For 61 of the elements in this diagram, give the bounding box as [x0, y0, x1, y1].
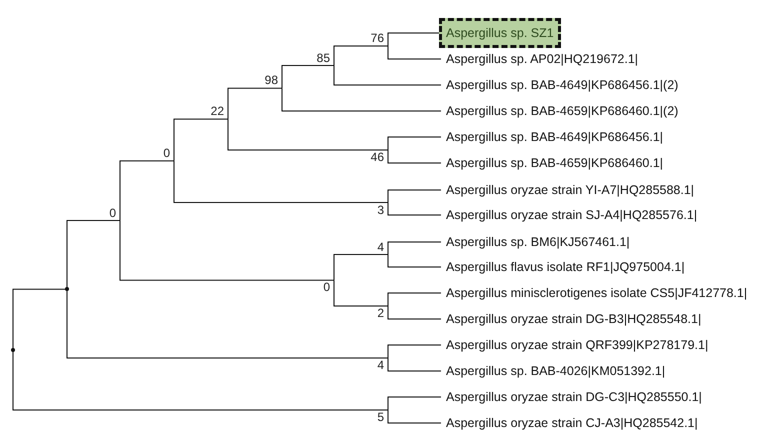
taxon-label: Aspergillus oryzae strain CJ-A3|HQ285542.1| — [441, 413, 702, 430]
bootstrap-value: 46 — [364, 136, 388, 164]
taxon-label: Aspergillus oryzae strain QRF399|KP278179.1| — [441, 335, 712, 355]
tree-branch — [388, 292, 442, 306]
bootstrap-value: 4 — [364, 344, 388, 372]
tree-branch — [388, 242, 442, 255]
tree-branch — [66, 288, 388, 358]
tree-branch — [120, 220, 334, 281]
taxon-label: Aspergillus sp. BAB-4026|KM051392.1| — [441, 361, 670, 381]
bootstrap-value: 2 — [364, 292, 388, 320]
taxon-label: Aspergillus oryzae strain YI-A7|HQ285588.1| — [441, 180, 698, 200]
tree-branch — [120, 160, 174, 222]
branch-junction — [11, 348, 15, 352]
tree-branch — [334, 65, 442, 86]
tree-branch — [388, 254, 442, 268]
tree-branch — [174, 118, 228, 162]
bootstrap-value: 5 — [364, 396, 388, 424]
tree-branch — [282, 88, 442, 112]
bootstrap-value: 3 — [364, 188, 388, 216]
bootstrap-value: 0 — [310, 266, 334, 294]
tree-branch — [388, 136, 442, 150]
bootstrap-value: 22 — [204, 105, 228, 134]
tree-branch — [12, 349, 388, 410]
bootstrap-value: 98 — [258, 74, 282, 102]
tree-branch — [388, 396, 442, 410]
tree-branch — [12, 288, 68, 350]
branch-junction — [65, 287, 69, 292]
tree-branch — [228, 118, 388, 150]
bootstrap-value: 0 — [150, 146, 174, 175]
tree-branch — [388, 32, 442, 46]
bootstrap-value: 85 — [310, 52, 334, 80]
tree-branch — [388, 202, 442, 216]
bootstrap-value: 76 — [364, 32, 388, 60]
tree-branch — [334, 280, 388, 306]
tree-branch — [388, 306, 442, 320]
taxon-label: Aspergillus sp. AP02|HQ219672.1| — [441, 49, 642, 69]
taxon-label: Aspergillus sp. BAB-4659|KP686460.1|(2) — [441, 101, 682, 121]
taxon-label: Aspergillus sp. BM6|KJ567461.1| — [441, 232, 634, 252]
taxon-label: Aspergillus oryzae strain DG-B3|HQ285548.1| — [441, 309, 706, 329]
taxon-label: Aspergillus sp. BAB-4649|KP686456.1|(2) — [441, 75, 682, 95]
tree-branch — [388, 46, 442, 60]
tree-branch — [282, 65, 334, 89]
taxon-label: Aspergillus minisclerotigenes isolate CS5|JF412778.1| — [441, 283, 752, 303]
tree-branch — [388, 410, 442, 424]
tree-branch — [174, 160, 388, 203]
tree-branch — [388, 358, 442, 372]
taxon-label: Aspergillus sp. BAB-4659|KP686460.1| — [441, 153, 668, 173]
tree-branch — [388, 190, 442, 203]
taxon-label: Aspergillus oryzae strain SJ-A4|HQ285576.1| — [441, 205, 702, 225]
taxon-label: Aspergillus oryzae strain DG-C3|HQ285550.1| — [441, 387, 706, 407]
tree-branch — [228, 88, 282, 120]
tree-branch — [66, 220, 120, 290]
taxon-label: Aspergillus sp. BAB-4649|KP686456.1| — [441, 127, 668, 147]
bootstrap-value: 0 — [96, 206, 120, 235]
taxon-label: Aspergillus flavus isolate RF1|JQ975004.1| — [441, 257, 689, 277]
bootstrap-value: 4 — [364, 240, 388, 268]
highlighted-taxon-label: Aspergillus sp. SZ1 — [439, 18, 561, 48]
tree-branch — [388, 344, 442, 358]
tree-branch — [334, 46, 388, 66]
tree-branch — [334, 254, 388, 281]
tree-branch — [388, 150, 442, 164]
